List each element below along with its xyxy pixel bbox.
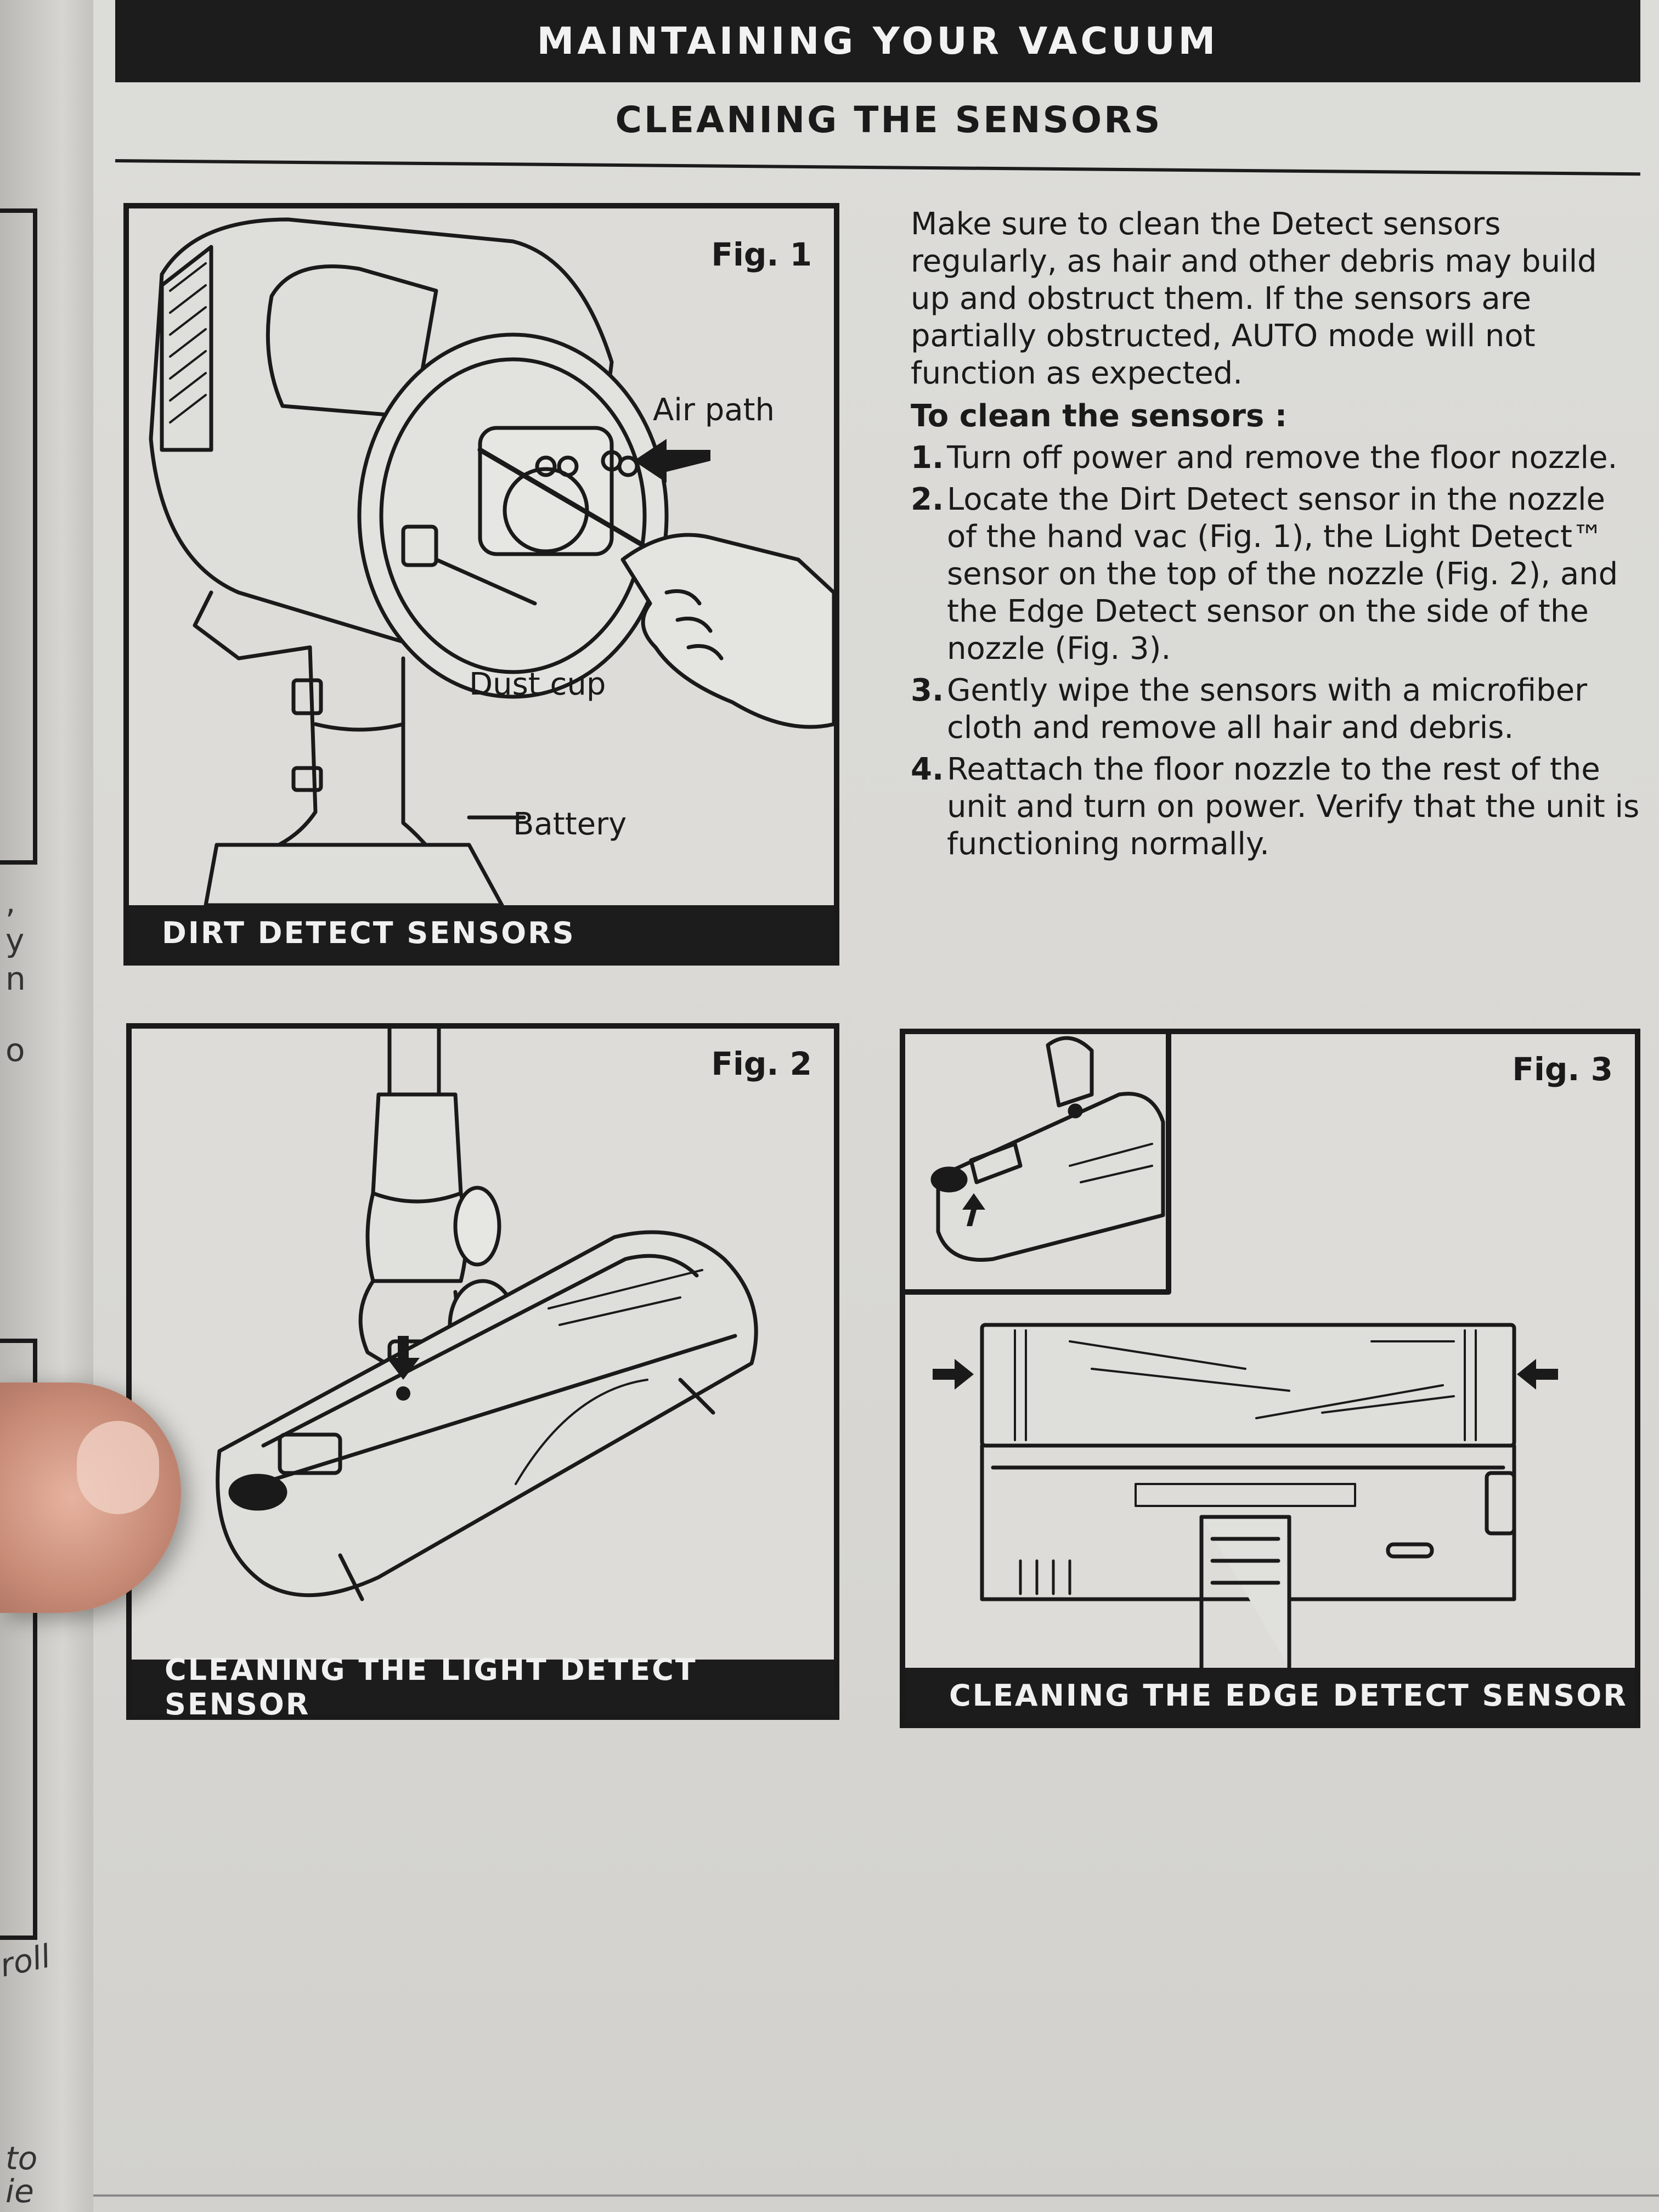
left-page-text: ie <box>5 2172 34 2210</box>
intro-paragraph: Make sure to clean the Detect sensors re… <box>911 206 1597 391</box>
figure-3-label: Fig. 3 <box>1512 1051 1613 1088</box>
left-page-text: o <box>5 1031 25 1069</box>
left-page-edge: , y n o roll to ie <box>0 0 104 2212</box>
figure-3-caption: CLEANING THE EDGE DETECT SENSOR <box>905 1668 1635 1723</box>
left-page-frame <box>0 208 37 865</box>
figure-2: Fig. 2 CLEANING THE LIGHT DETECT SENSOR <box>126 1023 839 1722</box>
light-detect-illustration <box>216 1029 758 1601</box>
dust-cup-callout: Dust cup <box>469 667 606 702</box>
step-item: 3.Gently wipe the sensors with a microfi… <box>911 672 1640 747</box>
left-page-text: y <box>5 922 25 959</box>
step-text: Gently wipe the sensors with a microfibe… <box>947 673 1588 746</box>
battery-callout: Battery <box>513 806 627 842</box>
left-page-text: roll <box>0 1937 54 1984</box>
steps-title: To clean the sensors : <box>911 398 1288 434</box>
step-text: Reattach the floor nozzle to the rest of… <box>947 752 1640 862</box>
step-text: Turn off power and remove the floor nozz… <box>947 440 1618 476</box>
figure-1-label: Fig. 1 <box>711 236 812 273</box>
thumbnail <box>77 1421 159 1514</box>
page-bottom-rule <box>93 2194 1659 2197</box>
figure-1: Fig. 1 Air path Dust cup Battery DIRT DE… <box>123 203 839 966</box>
air-path-callout: Air path <box>653 392 775 428</box>
step-number: 4. <box>911 752 944 787</box>
step-number: 3. <box>911 673 944 708</box>
left-page-text: , <box>5 883 16 921</box>
step-number: 2. <box>911 482 944 517</box>
figure-1-caption: DIRT DETECT SENSORS <box>129 905 834 960</box>
step-item: 2.Locate the Dirt Detect sensor in the n… <box>911 481 1640 668</box>
edge-detect-illustration <box>905 1034 1558 1668</box>
step-text: Locate the Dirt Detect sensor in the noz… <box>947 482 1618 667</box>
header-bar: MAINTAINING YOUR VACUUM <box>115 0 1640 82</box>
figure-2-label: Fig. 2 <box>711 1045 812 1082</box>
section-title: CLEANING THE SENSORS <box>615 99 1163 141</box>
manual-page: MAINTAINING YOUR VACUUM CLEANING THE SEN… <box>93 0 1659 2212</box>
figure-3: Fig. 3 CLEANING THE EDGE DETECT SENSOR <box>900 1029 1640 1728</box>
section-divider <box>115 159 1640 176</box>
step-item: 1.Turn off power and remove the floor no… <box>911 439 1640 477</box>
dirt-detect-illustration <box>149 217 834 905</box>
left-page-frame <box>0 1339 37 1940</box>
left-page-text: to <box>5 2140 38 2177</box>
steps-list: 1.Turn off power and remove the floor no… <box>911 439 1640 863</box>
instructions: Make sure to clean the Detect sensors re… <box>911 206 1640 867</box>
step-number: 1. <box>911 440 944 476</box>
step-item: 4.Reattach the floor nozzle to the rest … <box>911 751 1640 863</box>
left-page-text: n <box>5 960 26 997</box>
header-title: MAINTAINING YOUR VACUUM <box>537 19 1219 63</box>
figure-2-caption: CLEANING THE LIGHT DETECT SENSOR <box>132 1652 834 1722</box>
holder-thumb <box>0 1383 181 1613</box>
